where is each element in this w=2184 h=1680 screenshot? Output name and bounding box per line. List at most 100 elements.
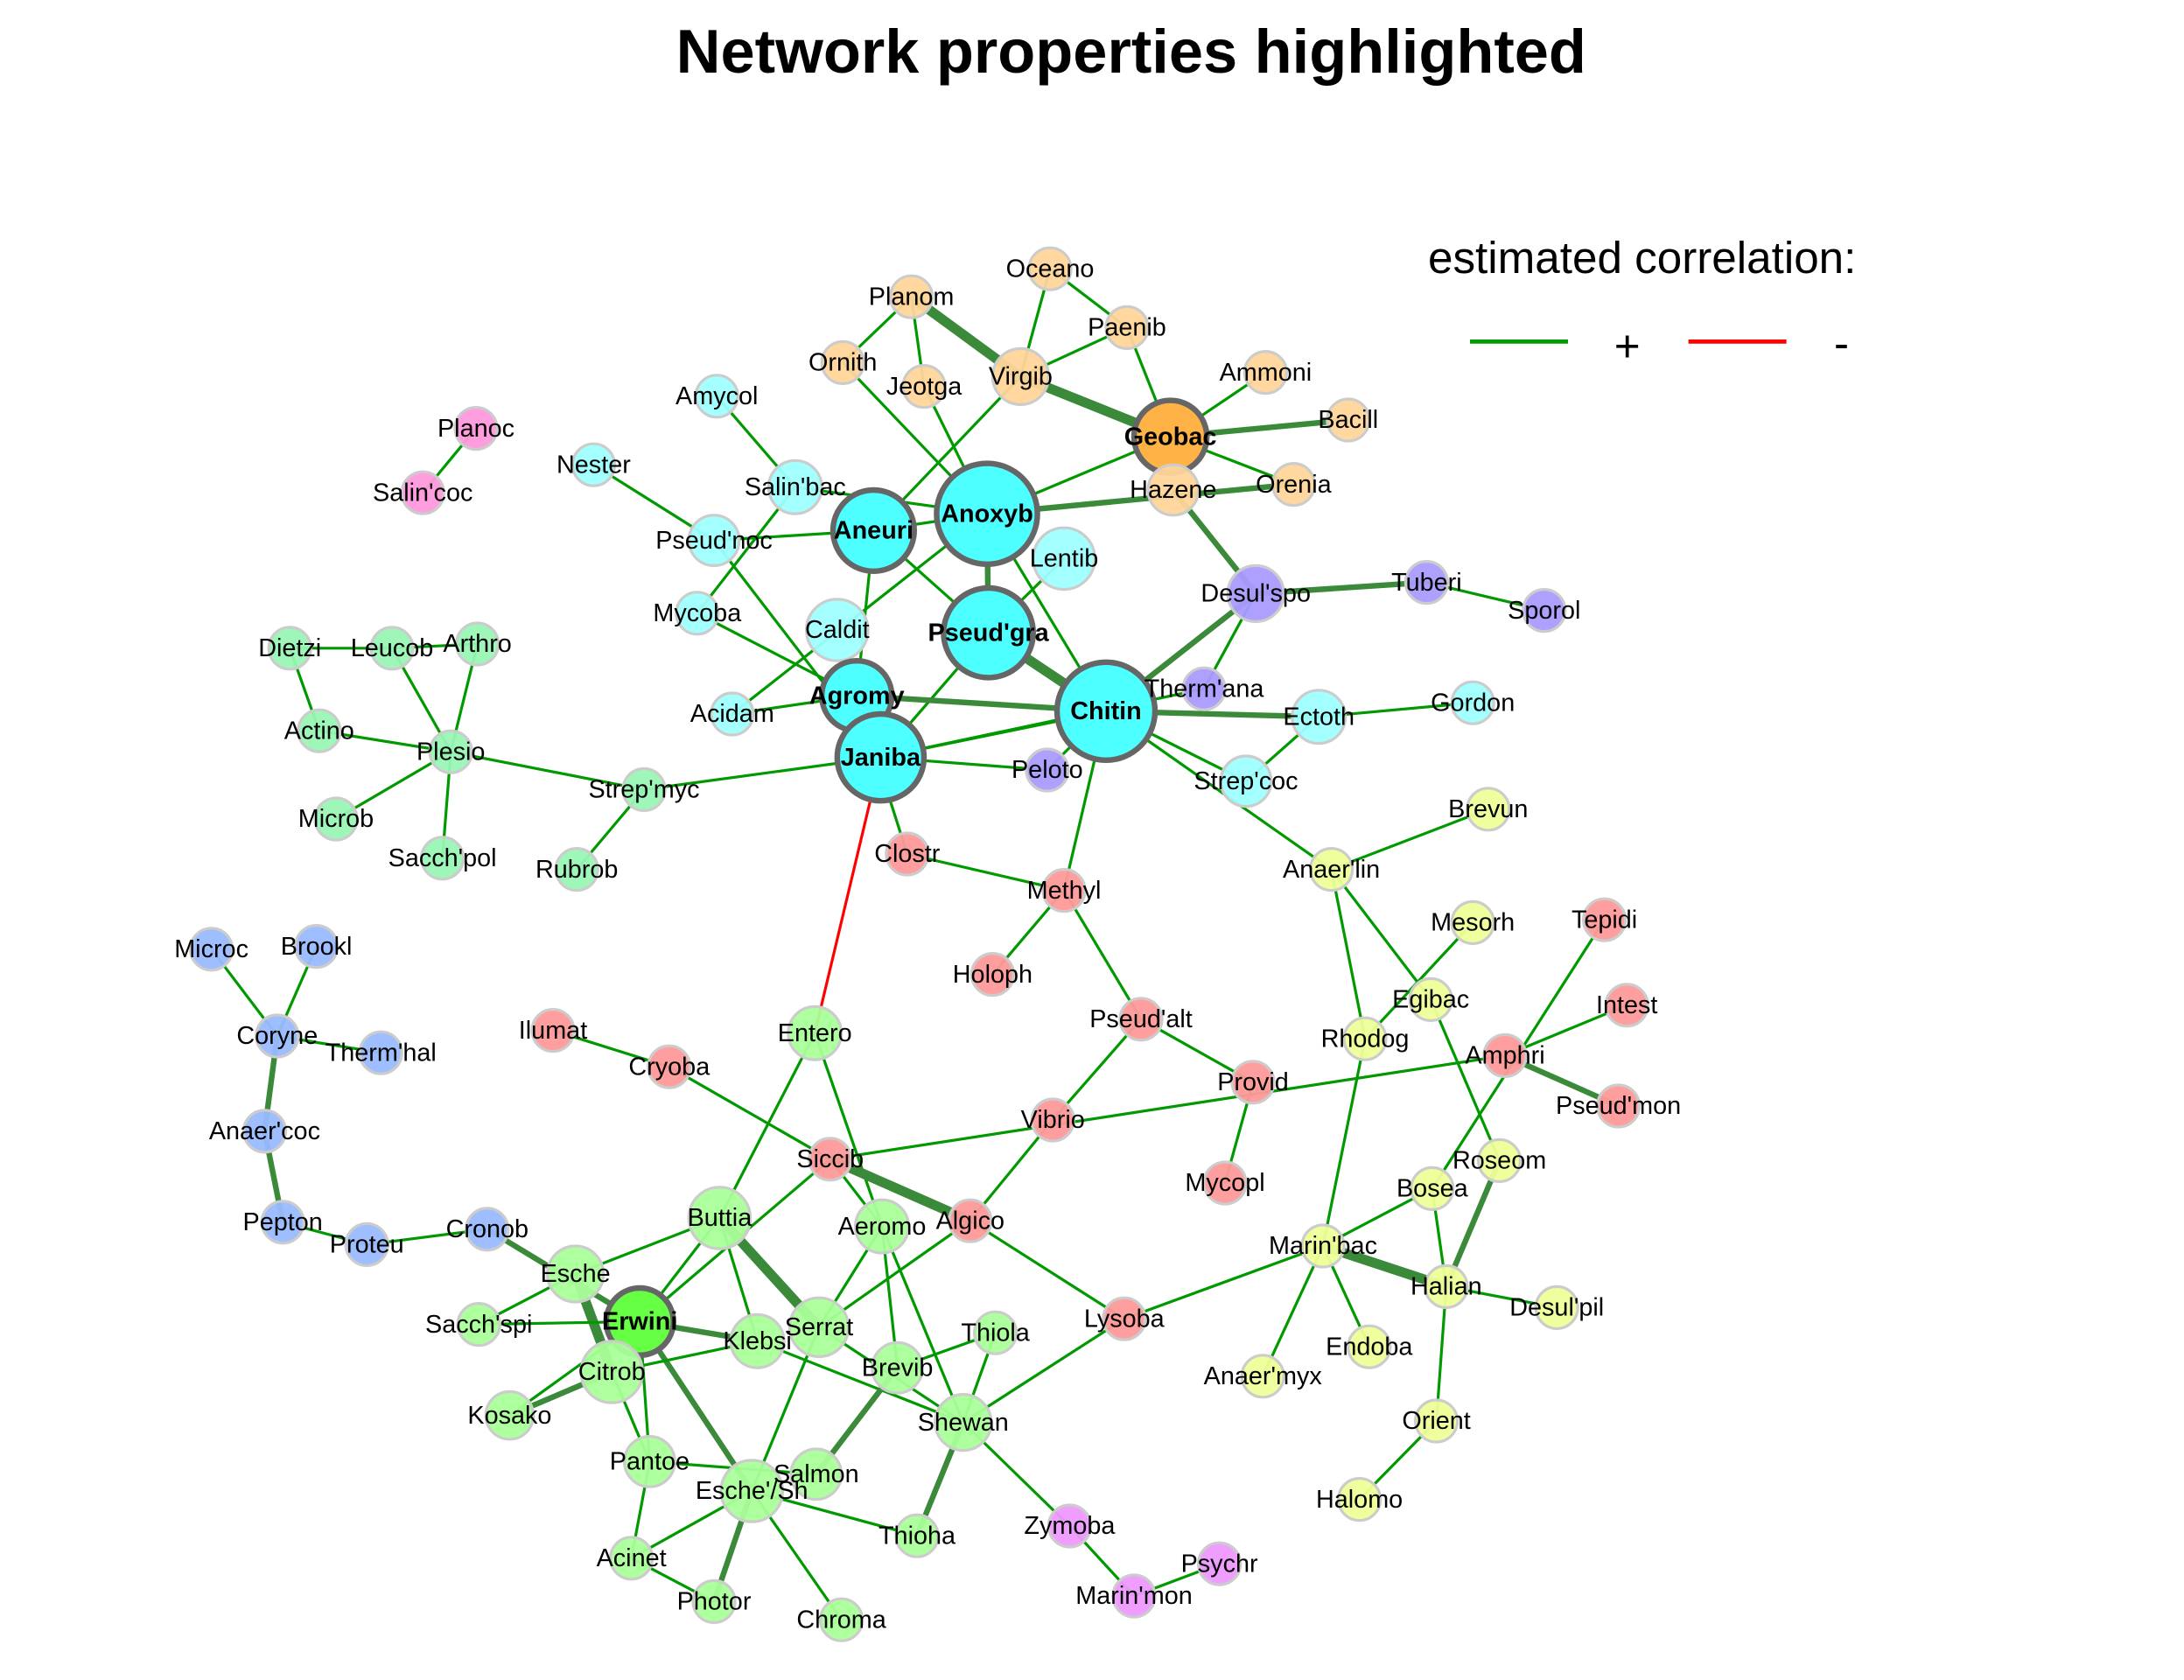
legend-negative-label: - bbox=[1834, 318, 1849, 368]
node-amycol bbox=[694, 374, 739, 419]
node-anaer-myx bbox=[1240, 1354, 1285, 1399]
node-circle bbox=[1197, 1541, 1242, 1586]
node-label: Endoba bbox=[1326, 1333, 1413, 1361]
edge-algico-lysoba bbox=[969, 1219, 1125, 1320]
node-caldit bbox=[805, 598, 870, 662]
node-label: Esche'/Sh bbox=[696, 1477, 808, 1505]
node-ornith bbox=[820, 340, 865, 386]
node-label: Tepidi bbox=[1572, 906, 1637, 934]
node-circle bbox=[260, 1200, 305, 1245]
node-label: Paenib bbox=[1088, 314, 1166, 342]
node-circle bbox=[789, 1447, 844, 1502]
node-clostr bbox=[885, 831, 930, 877]
node-label: Jeotga bbox=[886, 373, 962, 401]
node-klebsi bbox=[729, 1312, 786, 1369]
node-coryne bbox=[255, 1013, 300, 1059]
node-circle bbox=[623, 1435, 676, 1488]
node-circle bbox=[687, 1186, 752, 1250]
node-label: Ammoni bbox=[1220, 359, 1312, 387]
node-label: Anaer'lin bbox=[1283, 856, 1380, 884]
node-label: Actino bbox=[284, 717, 354, 745]
node-circle bbox=[530, 1008, 576, 1054]
node-label: Rubrob bbox=[536, 856, 618, 884]
edge-janiba-entero bbox=[813, 757, 882, 1034]
node-label: Acidam bbox=[690, 700, 774, 728]
node-label: Clostr bbox=[874, 840, 941, 868]
node-dietzi bbox=[267, 626, 312, 671]
node-circle bbox=[885, 831, 930, 877]
node-marin-mon bbox=[1111, 1573, 1157, 1619]
node-circle bbox=[1404, 560, 1449, 606]
chart-title: Network properties highlighted bbox=[676, 17, 1586, 86]
node-intest bbox=[1604, 983, 1649, 1028]
node-egibac bbox=[1408, 976, 1453, 1022]
node-label: Therm'hal bbox=[326, 1039, 437, 1067]
node-circle bbox=[1030, 1097, 1075, 1143]
node-circle bbox=[819, 1597, 864, 1642]
node-bacill bbox=[1326, 397, 1371, 443]
node-label: Oceano bbox=[1006, 255, 1095, 283]
node-label: Mycoba bbox=[653, 599, 742, 627]
edge-siccib-amphri bbox=[830, 1054, 1506, 1161]
edge-entero-aeromo bbox=[813, 1032, 884, 1228]
node-label: Desul'pil bbox=[1509, 1294, 1604, 1322]
node-circle bbox=[344, 1222, 389, 1267]
node-erwini bbox=[603, 1284, 676, 1358]
node-label: Strep'coc bbox=[1194, 767, 1298, 795]
legend-title: estimated correlation: bbox=[1428, 233, 1856, 283]
node-thioha bbox=[894, 1513, 940, 1558]
node-label: Salin'coc bbox=[373, 479, 472, 507]
node-circle bbox=[189, 927, 234, 972]
node-gordon bbox=[1450, 680, 1495, 725]
node-circle bbox=[934, 460, 1040, 567]
node-halomo bbox=[1337, 1477, 1382, 1522]
node-label: Entero bbox=[778, 1019, 852, 1047]
node-pseud-alt bbox=[1118, 997, 1164, 1042]
node-pseud-gra bbox=[941, 584, 1037, 681]
node-circle bbox=[1424, 1264, 1469, 1309]
node-strep-coc bbox=[1219, 754, 1273, 808]
node-label: Anoxyb bbox=[941, 500, 1033, 528]
node-tuberi bbox=[1404, 560, 1449, 606]
node-circle bbox=[1466, 787, 1511, 832]
node-label: Brevun bbox=[1448, 795, 1528, 823]
node-label: Lentib bbox=[1030, 545, 1098, 573]
edge-siccib-algico bbox=[828, 1154, 973, 1226]
node-label: Dietzi bbox=[258, 634, 321, 662]
node-label: Agromy bbox=[809, 682, 905, 710]
node-aeromo bbox=[854, 1198, 910, 1255]
node-label: Provid bbox=[1217, 1068, 1289, 1096]
node-pepton bbox=[260, 1200, 305, 1245]
node-circle bbox=[1450, 900, 1495, 945]
node-label: Gordon bbox=[1431, 689, 1515, 717]
node-mesorh bbox=[1450, 900, 1495, 945]
node-circle bbox=[1596, 1083, 1642, 1129]
node-label: Ilumat bbox=[519, 1017, 587, 1045]
node-janiba bbox=[834, 710, 928, 804]
node-label: Lysoba bbox=[1084, 1305, 1166, 1333]
node-therm-hal bbox=[358, 1030, 403, 1075]
node-label: Brookl bbox=[281, 933, 353, 961]
node-circle bbox=[901, 364, 947, 410]
node-lentib bbox=[1032, 526, 1096, 592]
node-nester bbox=[570, 442, 617, 487]
node-ilumat bbox=[530, 1008, 576, 1054]
edge-aeromo-shewan bbox=[880, 1225, 965, 1424]
node-label: Vibrio bbox=[1021, 1106, 1085, 1134]
node-label: Cryoba bbox=[628, 1053, 710, 1081]
node-salmon bbox=[789, 1447, 844, 1502]
node-label: Marin'bac bbox=[1269, 1232, 1377, 1260]
node-label: Arthro bbox=[443, 630, 511, 658]
node-planoc bbox=[453, 406, 499, 452]
node-circle bbox=[484, 1390, 536, 1441]
node-circle bbox=[428, 729, 473, 774]
node-label: Kosako bbox=[467, 1402, 551, 1430]
node-circle bbox=[647, 1044, 692, 1089]
node-circle bbox=[719, 1459, 784, 1523]
node-circle bbox=[570, 442, 617, 487]
node-circle bbox=[1534, 1284, 1579, 1330]
node-microc bbox=[189, 927, 234, 972]
node-hazene bbox=[1146, 463, 1200, 517]
node-sporol bbox=[1522, 588, 1567, 634]
node-label: Pseud'gra bbox=[928, 619, 1050, 647]
